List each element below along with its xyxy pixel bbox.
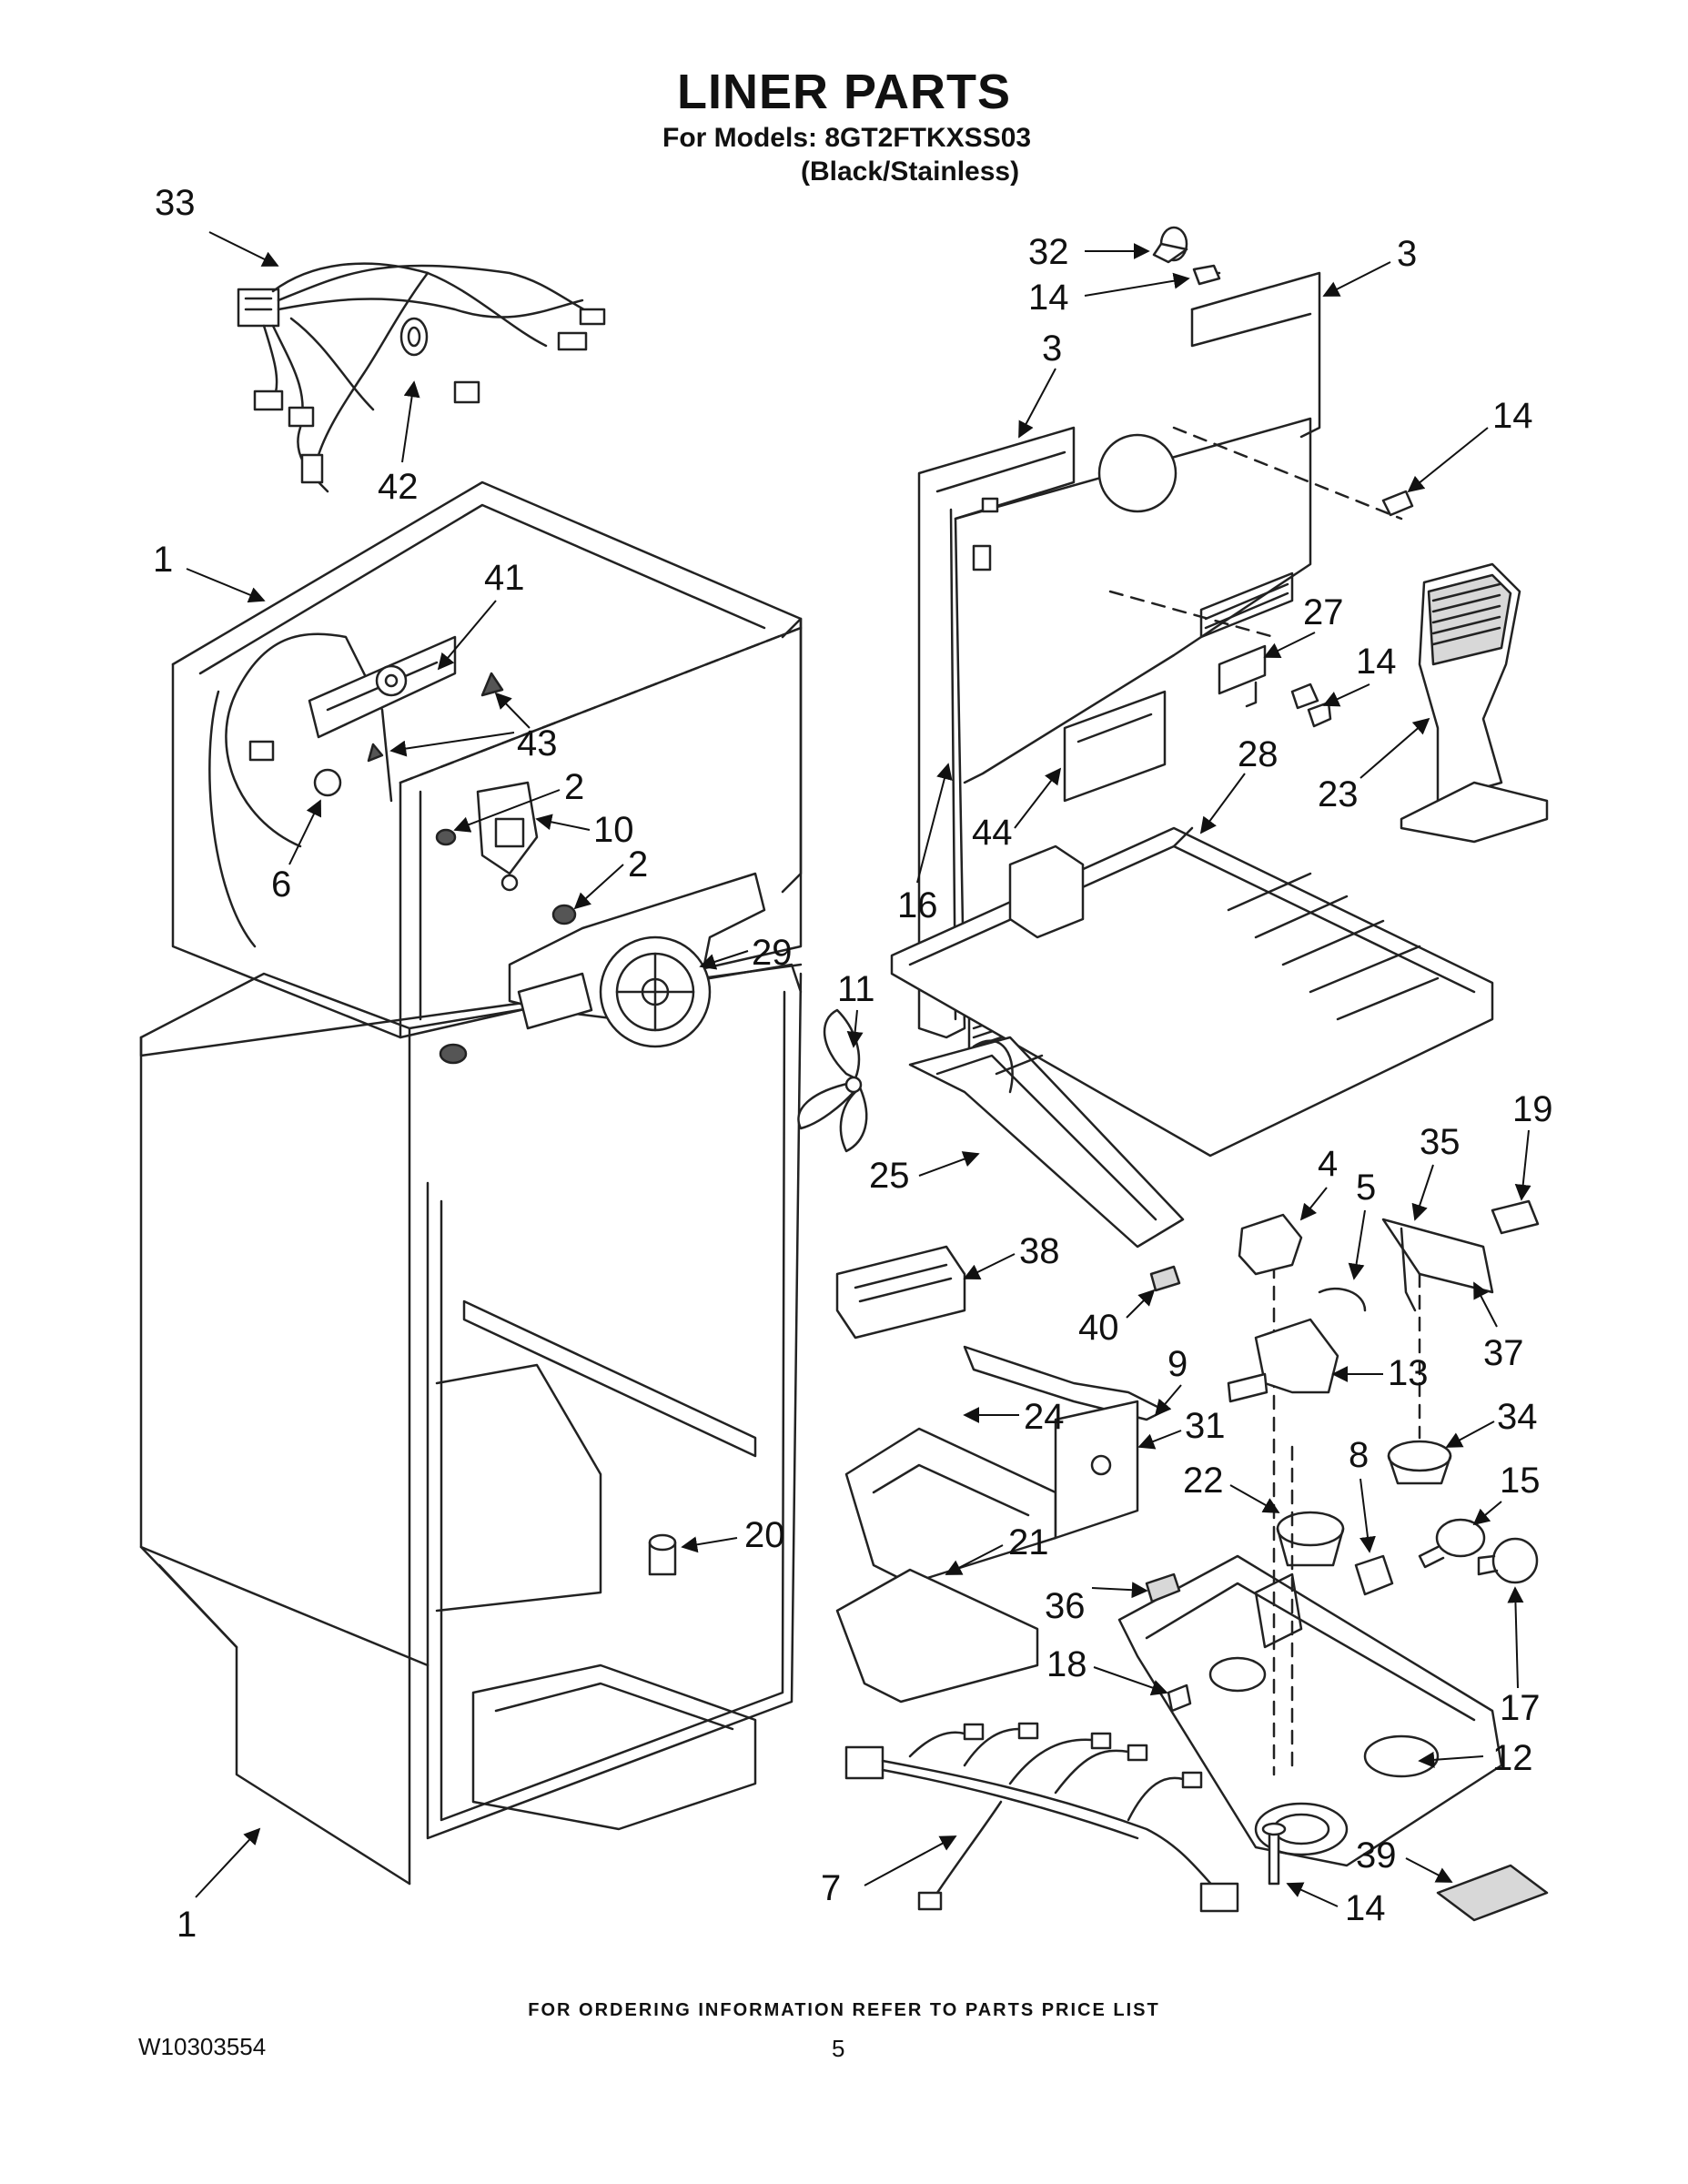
callout-14-bottom: 14 bbox=[1345, 1888, 1386, 1928]
callout-32: 32 bbox=[1028, 232, 1069, 272]
callout-16: 16 bbox=[897, 885, 938, 925]
callout-labels: 33 42 1 41 43 2 10 2 6 29 11 32 14 3 3 1… bbox=[153, 183, 1553, 1945]
callout-43: 43 bbox=[517, 723, 558, 763]
callout-36: 36 bbox=[1045, 1586, 1086, 1626]
document-number: W10303554 bbox=[138, 2033, 267, 2060]
callout-3-left: 3 bbox=[1042, 329, 1062, 369]
callout-20: 20 bbox=[744, 1515, 785, 1555]
callout-29: 29 bbox=[752, 933, 793, 973]
wire-harness-lower bbox=[844, 1722, 1239, 1913]
callout-18: 18 bbox=[1046, 1644, 1087, 1684]
callout-39: 39 bbox=[1356, 1835, 1397, 1876]
callout-13: 13 bbox=[1388, 1353, 1429, 1393]
callout-14-top: 14 bbox=[1028, 278, 1069, 318]
callout-7: 7 bbox=[821, 1868, 841, 1908]
callout-42: 42 bbox=[378, 467, 419, 507]
callout-15: 15 bbox=[1500, 1461, 1541, 1501]
page-title: LINER PARTS bbox=[676, 65, 1011, 119]
ordering-note: FOR ORDERING INFORMATION REFER TO PARTS … bbox=[528, 2000, 1160, 2020]
callout-24: 24 bbox=[1024, 1397, 1065, 1437]
callout-8: 8 bbox=[1349, 1435, 1369, 1475]
light-socket-plug bbox=[648, 1533, 677, 1576]
models-line: For Models: 8GT2FTKXSS03 bbox=[662, 123, 1032, 153]
air-duct-assembly bbox=[1400, 562, 1549, 844]
callout-11: 11 bbox=[837, 969, 875, 1009]
callout-31: 31 bbox=[1185, 1406, 1226, 1446]
air-diffusers bbox=[835, 1400, 1139, 1704]
ice-tray bbox=[908, 1036, 1185, 1249]
ice-maker-module bbox=[835, 1245, 1181, 1421]
bottom-screw-and-pad bbox=[1261, 1822, 1549, 1922]
callout-38: 38 bbox=[1019, 1231, 1060, 1271]
page-number: 5 bbox=[832, 2035, 845, 2062]
control-bracket-assembly bbox=[248, 626, 803, 925]
callout-5: 5 bbox=[1356, 1168, 1376, 1208]
clip-and-bracket bbox=[1063, 644, 1267, 803]
freezer-shelf-tray bbox=[890, 826, 1494, 1158]
callout-21: 21 bbox=[1008, 1522, 1049, 1562]
callout-2-upper: 2 bbox=[564, 767, 584, 807]
callout-44: 44 bbox=[972, 813, 1013, 853]
callout-22: 22 bbox=[1183, 1461, 1224, 1501]
callout-25: 25 bbox=[869, 1156, 910, 1196]
wire-harness-upper bbox=[237, 262, 606, 493]
light-bulbs bbox=[1418, 1518, 1539, 1584]
callout-37: 37 bbox=[1483, 1333, 1524, 1373]
fresh-food-liner bbox=[139, 963, 803, 1886]
thermostat-components bbox=[1227, 1199, 1540, 1403]
callout-41: 41 bbox=[484, 558, 525, 598]
callout-19: 19 bbox=[1512, 1089, 1553, 1129]
top-fasteners bbox=[1152, 226, 1414, 728]
callout-1-upper: 1 bbox=[153, 540, 173, 580]
callout-35: 35 bbox=[1420, 1122, 1461, 1162]
callout-17: 17 bbox=[1500, 1688, 1541, 1728]
callout-12: 12 bbox=[1492, 1738, 1533, 1778]
callout-2-lower: 2 bbox=[628, 844, 648, 885]
callout-4: 4 bbox=[1318, 1144, 1338, 1184]
callout-27: 27 bbox=[1303, 592, 1344, 632]
callout-6: 6 bbox=[271, 864, 291, 905]
callout-9: 9 bbox=[1167, 1344, 1188, 1384]
color-line: (Black/Stainless) bbox=[801, 157, 1020, 187]
callout-10: 10 bbox=[593, 810, 634, 850]
callout-23: 23 bbox=[1318, 774, 1359, 814]
callout-3-right: 3 bbox=[1397, 234, 1417, 274]
callout-33: 33 bbox=[155, 183, 196, 223]
callout-34: 34 bbox=[1497, 1397, 1538, 1437]
callout-40: 40 bbox=[1078, 1308, 1119, 1348]
callout-28: 28 bbox=[1238, 734, 1279, 774]
evaporator-fan-housing bbox=[508, 872, 766, 1048]
callout-14-mid: 14 bbox=[1356, 642, 1397, 682]
fan-blade bbox=[797, 1008, 868, 1153]
callout-1-lower: 1 bbox=[177, 1905, 197, 1945]
callout-14-right: 14 bbox=[1492, 396, 1533, 436]
